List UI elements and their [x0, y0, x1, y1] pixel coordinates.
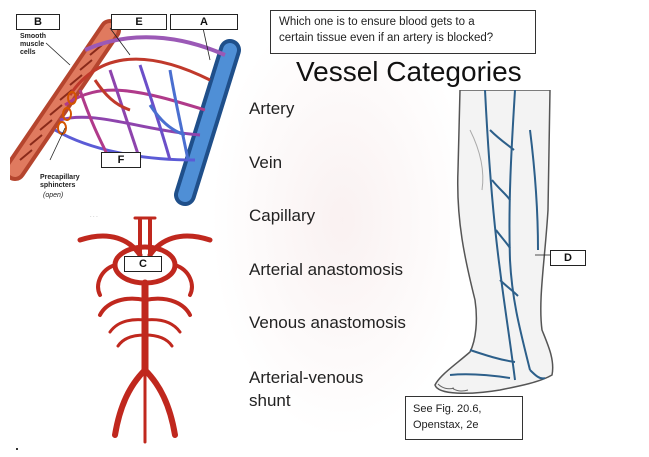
background-wash [210, 40, 450, 440]
label-box-f: F [101, 152, 141, 168]
capillary-bed-illustration [10, 19, 241, 206]
arterial-anastomosis-illustration [77, 216, 213, 444]
reference-box: See Fig. 20.6, Openstax, 2e [405, 396, 523, 440]
question-box: Which one is to ensure blood gets to a c… [270, 10, 536, 54]
smooth-muscle-label: Smooth muscle cells [20, 33, 47, 56]
slide-title: Vessel Categories [296, 56, 522, 87]
precapillary-open-label: (open) [43, 192, 64, 199]
label-box-e: E [111, 14, 167, 30]
reference-line-2: Openstax, 2e [413, 419, 479, 431]
capillary-network [54, 57, 211, 162]
term-vein: Vein [249, 153, 283, 172]
thoroughfare-channel [84, 35, 226, 57]
term-arterial-venous-shunt: Arterial-venous shunt [249, 368, 364, 410]
reference-line-1: See Fig. 20.6, [413, 403, 482, 415]
term-capillary: Capillary [249, 206, 316, 225]
arterial-figure-annotation: · · · [90, 214, 98, 220]
label-box-b: B [16, 14, 60, 30]
label-box-a: A [170, 14, 238, 30]
question-line-2: certain tissue even if an artery is bloc… [279, 32, 494, 44]
pointer-lines [45, 27, 211, 161]
term-arterial-anastomosis: Arterial anastomosis [249, 260, 404, 279]
venule [174, 39, 241, 206]
label-box-d: D [550, 250, 586, 266]
term-artery: Artery [249, 99, 295, 118]
precapillary-sphincters-label: Precapillary sphincters [40, 174, 80, 189]
arteriole [10, 19, 121, 181]
corner-mark [16, 448, 18, 450]
term-venous-anastomosis: Venous anastomosis [249, 313, 406, 332]
leg-venous-illustration [434, 90, 554, 395]
label-box-c: C [124, 256, 162, 272]
question-line-1: Which one is to ensure blood gets to a [279, 16, 475, 28]
